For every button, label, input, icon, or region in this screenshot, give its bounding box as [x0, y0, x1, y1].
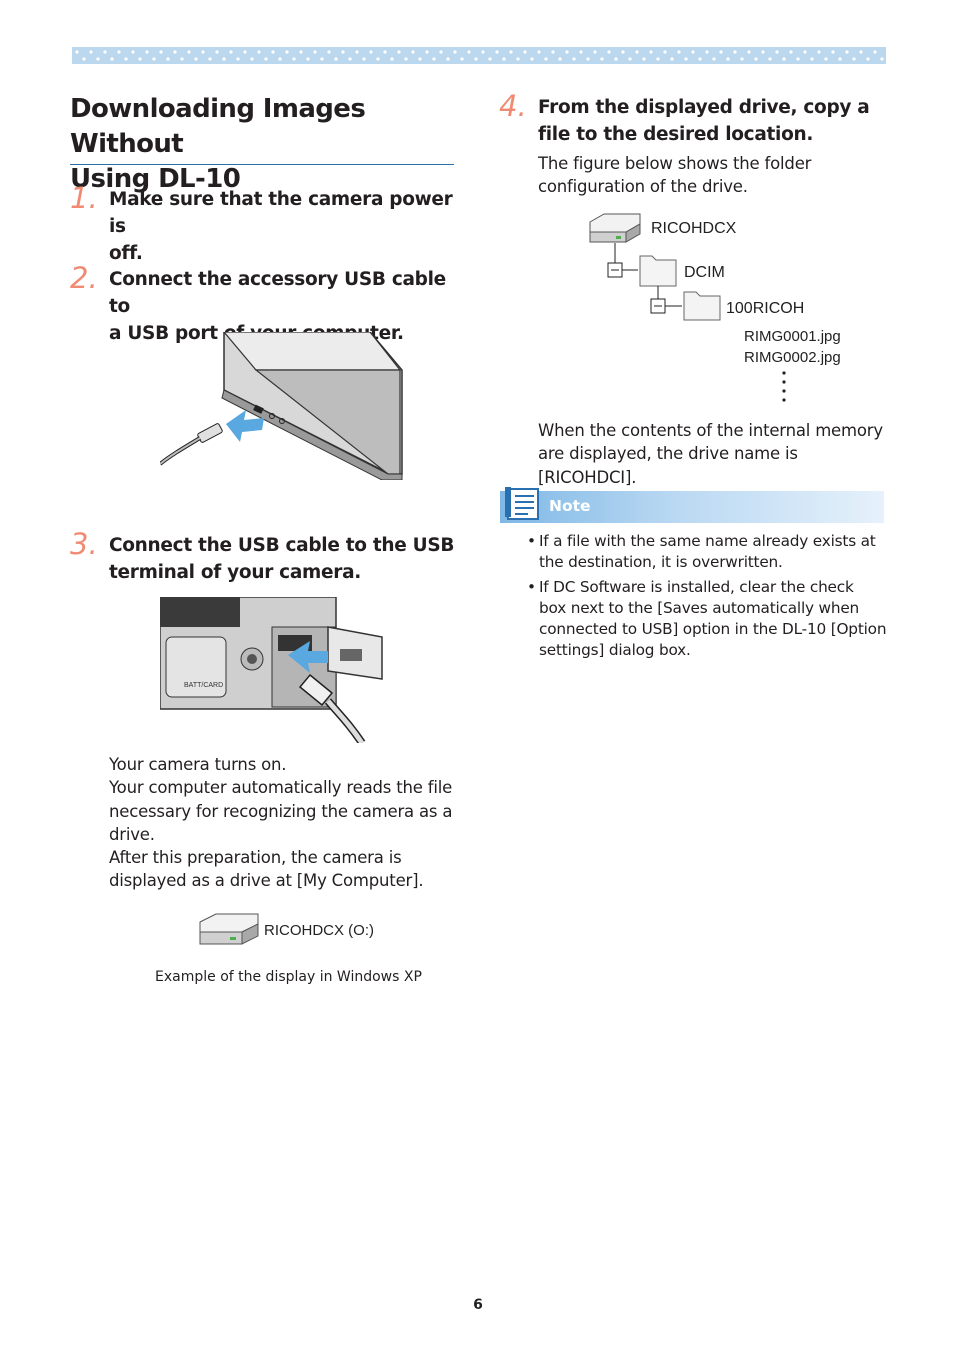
- step-3-body-line: drive.: [109, 824, 155, 844]
- note-item-line: the destination, it is overwritten.: [539, 553, 783, 572]
- step-2-line-1: Connect the accessory USB cable to: [109, 269, 446, 317]
- step-4-intro-line: The figure below shows the folder: [538, 154, 812, 173]
- bullet: •: [527, 532, 536, 550]
- note-icon: [505, 487, 539, 520]
- note-header: Note: [500, 487, 884, 523]
- step-4-intro: The figure below shows the folder config…: [538, 152, 884, 199]
- step-1-text: Make sure that the camera power is off.: [109, 186, 459, 267]
- step-3-body-line: Your camera turns on.: [109, 755, 287, 774]
- drive-icon: [589, 213, 641, 243]
- svg-text:BATT/CARD: BATT/CARD: [184, 682, 223, 689]
- drive-example-label: RICOHDCX (O:): [264, 922, 374, 939]
- note-label: Note: [549, 497, 591, 515]
- step-3-body-line: After this preparation, the camera is: [109, 848, 402, 868]
- folder-icon: [639, 255, 677, 287]
- step-4-line-1: From the displayed drive, copy a: [538, 97, 870, 118]
- step-4-text: From the displayed drive, copy a file to…: [538, 94, 888, 148]
- page-title-line-2: Using DL-10: [70, 164, 241, 194]
- note-item-line: If a file with the same name already exi…: [539, 532, 876, 550]
- note-list: • If a file with the same name already e…: [527, 531, 887, 665]
- laptop-usb-illustration: [160, 332, 403, 480]
- tree-folder-dcim: DCIM: [684, 264, 725, 281]
- note-item-line: settings] dialog box.: [539, 641, 691, 660]
- step-3-line-2: terminal of your camera.: [109, 562, 361, 583]
- step-3-body-line: displayed as a drive at [My Computer].: [109, 871, 424, 891]
- drive-example-caption: Example of the display in Windows XP: [155, 969, 422, 985]
- step-4-after-line: When the contents of the internal memory: [538, 421, 883, 440]
- step-4-intro-line: configuration of the drive.: [538, 177, 748, 197]
- note-item-line: box next to the [Saves automatically whe…: [539, 598, 860, 617]
- bullet: •: [527, 577, 536, 596]
- camera-usb-illustration: BATT/CARD: [160, 597, 383, 743]
- step-2-number: 2.: [70, 261, 98, 295]
- tree-file: RIMG0001.jpg: [744, 328, 841, 345]
- tree-folder-100ricoh: 100RICOH: [726, 300, 804, 317]
- step-1-line-1: Make sure that the camera power is: [109, 189, 453, 237]
- step-1-number: 1.: [70, 181, 98, 215]
- step-4-line-2: file to the desired location.: [538, 124, 814, 145]
- header-dotted-band: [72, 47, 886, 64]
- note-item: • If DC Software is installed, clear the…: [527, 577, 887, 662]
- note-item-line: If DC Software is installed, clear the c…: [539, 577, 854, 596]
- folder-tree: RICOHDCX DCIM 100RICOH RIMG0001.jpg RIMG…: [589, 213, 841, 402]
- step-4-after: When the contents of the internal memory…: [538, 419, 888, 489]
- step-4-number: 4.: [499, 89, 527, 123]
- tree-drive-label: RICOHDCX: [651, 220, 737, 237]
- tree-file: RIMG0002.jpg: [744, 349, 841, 366]
- note-item: • If a file with the same name already e…: [527, 531, 887, 574]
- folder-icon: [683, 291, 721, 321]
- drive-example: RICOHDCX (O:): [199, 913, 374, 945]
- page-number: 6: [473, 1297, 483, 1313]
- step-3-body-line: Your computer automatically reads the fi…: [109, 778, 453, 798]
- step-3-line-1: Connect the USB cable to the USB: [109, 535, 455, 556]
- step-3-body: Your camera turns on. Your computer auto…: [109, 753, 459, 893]
- step-3-text: Connect the USB cable to the USB termina…: [109, 532, 459, 586]
- step-1-line-2: off.: [109, 243, 143, 264]
- title-underline: [70, 164, 454, 165]
- step-3-body-line: necessary for recognizing the camera as …: [109, 801, 453, 821]
- page-title-line-1: Downloading Images Without: [70, 94, 366, 159]
- step-4-after-line: are displayed, the drive name is [RICOHD…: [538, 444, 798, 487]
- drive-icon: [199, 913, 259, 945]
- step-3-number: 3.: [70, 527, 98, 561]
- note-item-line: connected to USB] option in the DL-10 [O…: [539, 620, 887, 639]
